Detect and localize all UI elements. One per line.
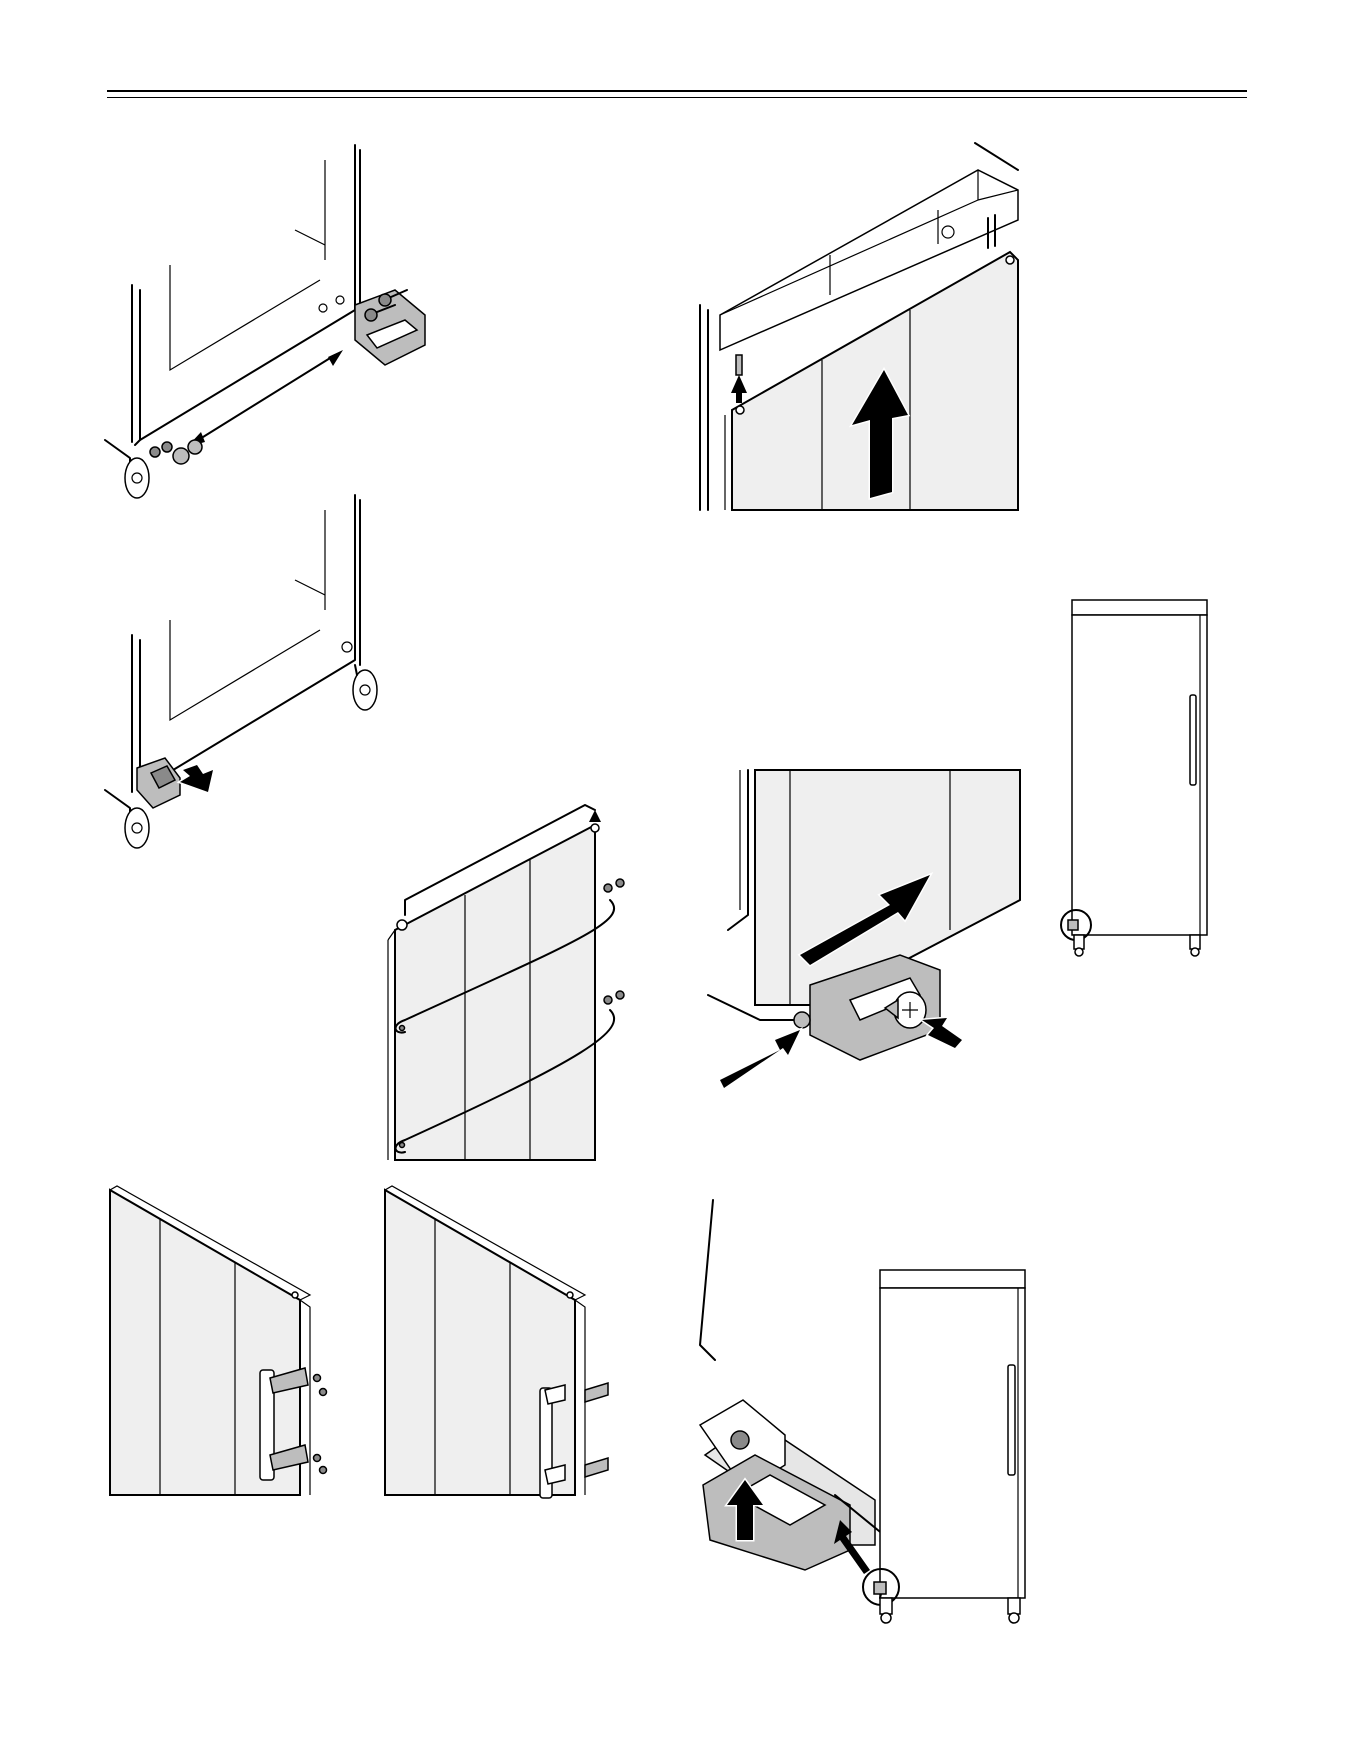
door-handle-right-figure	[380, 1180, 620, 1500]
header-rule-thin	[107, 97, 1247, 98]
bracket-removal-figure	[95, 140, 445, 520]
header-rule-thick	[107, 90, 1247, 92]
door-lift-figure	[700, 140, 1030, 520]
bracket-insert-figure	[95, 490, 445, 850]
cabinet-overview-figure	[1050, 600, 1210, 960]
door-bracket-screw-figure	[700, 770, 1030, 1100]
door-screws-figure	[380, 800, 650, 1170]
cabinet-overview-large-figure	[830, 1270, 1040, 1630]
door-handle-left-figure	[105, 1180, 345, 1500]
